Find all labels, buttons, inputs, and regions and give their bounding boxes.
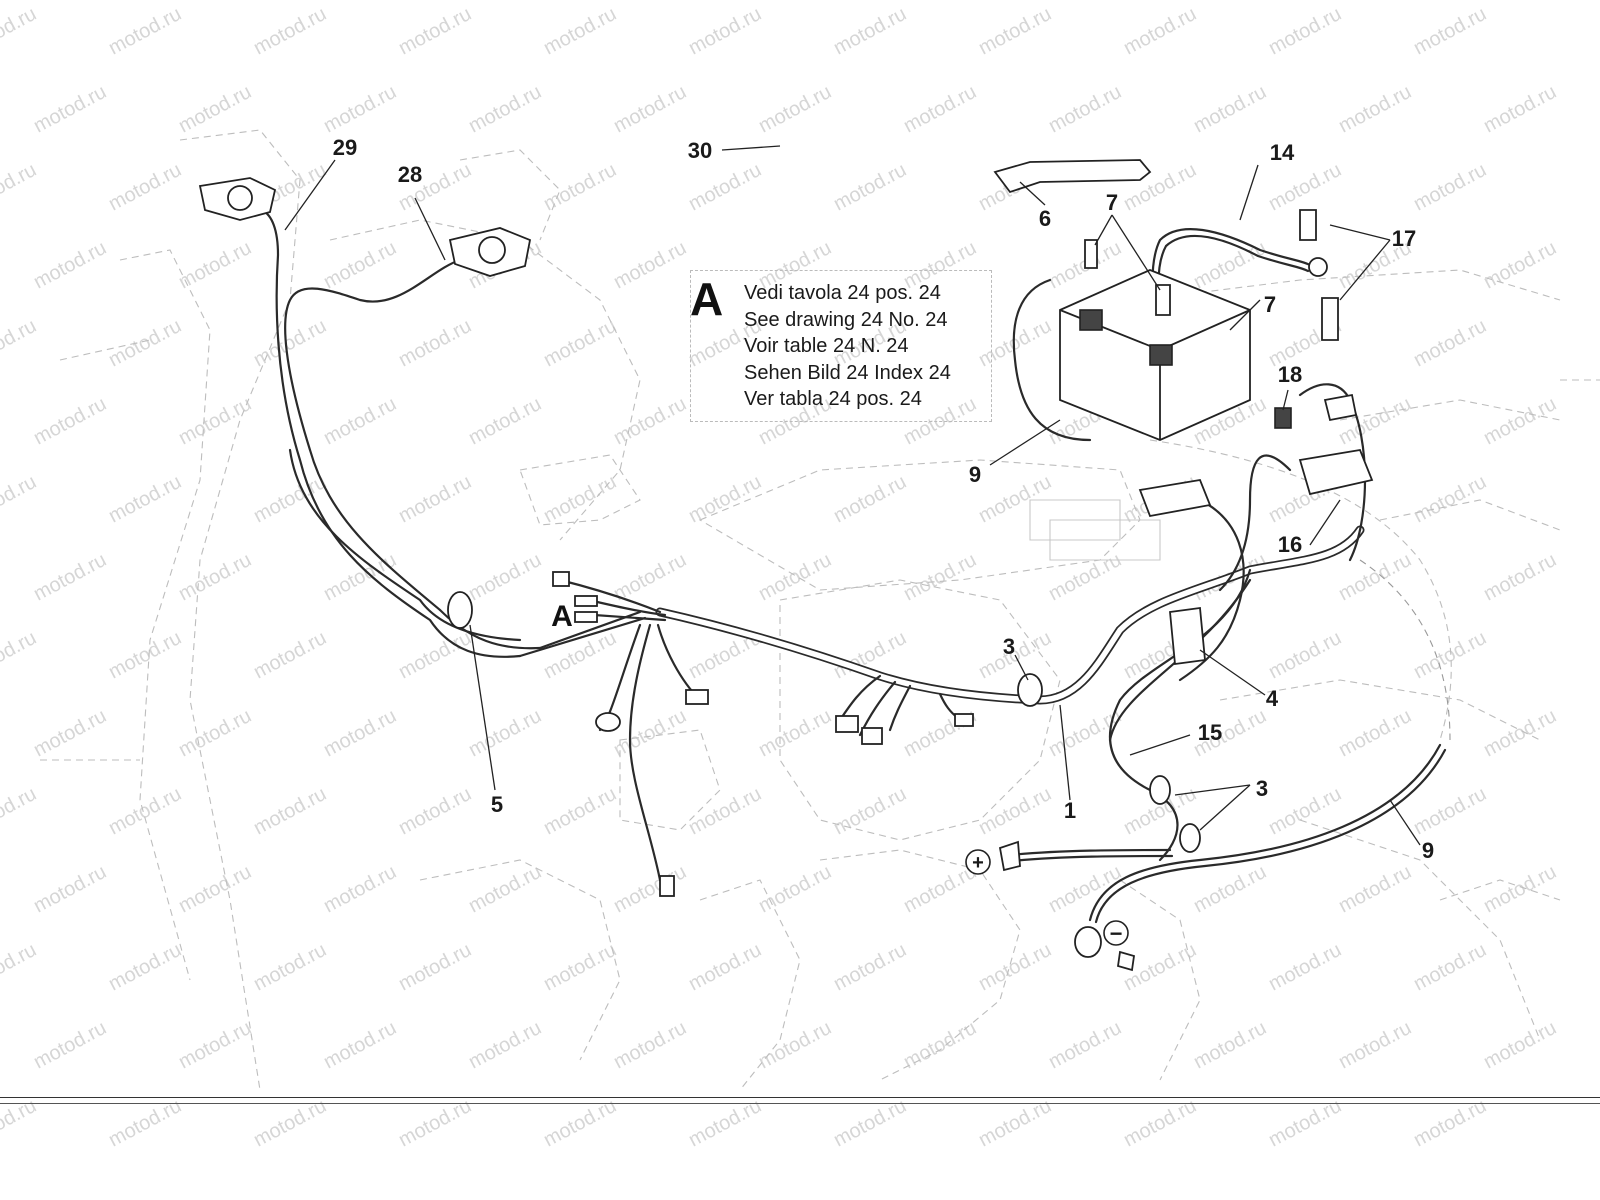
footer-rule bbox=[0, 1097, 1600, 1098]
callout-28: 28 bbox=[398, 162, 422, 187]
callout-16: 16 bbox=[1278, 532, 1302, 557]
legend-text: Vedi tavola 24 pos. 24 See drawing 24 No… bbox=[744, 280, 951, 413]
bolt-7a bbox=[1084, 239, 1098, 269]
legend-line-it: Vedi tavola 24 pos. 24 bbox=[744, 282, 941, 304]
legend-line-en: See drawing 24 No. 24 bbox=[744, 308, 948, 331]
callout-6: 6 bbox=[1039, 206, 1051, 231]
callout-labels: 29 28 30 6 7 14 17 7 18 9 16 3 4 15 3 1 … bbox=[333, 135, 1434, 863]
callout-9-upper: 9 bbox=[969, 462, 981, 487]
bolt-17a bbox=[1299, 209, 1317, 241]
callout-4: 4 bbox=[1266, 686, 1279, 711]
callout-17: 17 bbox=[1392, 226, 1416, 251]
callout-7-right: 7 bbox=[1264, 292, 1276, 317]
terminal-symbols: + − bbox=[965, 849, 1129, 946]
legend-box bbox=[690, 270, 992, 422]
legend-letter: A bbox=[690, 273, 724, 325]
clip-5 bbox=[447, 591, 473, 629]
bolt-7b bbox=[1155, 284, 1171, 316]
legend-line-es: Ver tabla 24 pos. 24 bbox=[744, 388, 922, 410]
connector-16 bbox=[1298, 448, 1374, 496]
callout-15: 15 bbox=[1198, 720, 1222, 745]
negative-terminal-symbol: − bbox=[1110, 921, 1123, 946]
positive-terminal-symbol: + bbox=[972, 852, 984, 874]
callout-14: 14 bbox=[1270, 140, 1295, 165]
fuse-18 bbox=[1274, 407, 1292, 429]
callout-29: 29 bbox=[333, 135, 357, 160]
connector-a-label: A bbox=[551, 600, 573, 633]
callout-30: 30 bbox=[688, 138, 712, 163]
callout-3-left: 3 bbox=[1003, 634, 1015, 659]
positive-boot bbox=[998, 840, 1021, 872]
callout-5: 5 bbox=[491, 792, 503, 817]
ring-terminal-14 bbox=[1308, 257, 1328, 277]
leader-lines bbox=[284, 145, 1421, 846]
battery bbox=[1059, 269, 1251, 441]
callout-1: 1 bbox=[1064, 798, 1076, 823]
background-outline bbox=[40, 129, 1600, 1091]
main-wiring-harness bbox=[260, 208, 1451, 924]
bolt-17b bbox=[1321, 297, 1339, 341]
callout-7-top: 7 bbox=[1106, 190, 1118, 215]
callout-9-lower: 9 bbox=[1422, 838, 1434, 863]
callout-18: 18 bbox=[1278, 362, 1302, 387]
callout-3-right: 3 bbox=[1256, 776, 1268, 801]
footer-rule-secondary bbox=[0, 1103, 1600, 1104]
bracket-4 bbox=[1169, 606, 1206, 666]
ground-lug bbox=[1074, 926, 1102, 958]
legend-line-fr: Voir table 24 N. 24 bbox=[744, 335, 909, 357]
components bbox=[198, 159, 1374, 972]
legend-line-de: Sehen Bild 24 Index 24 bbox=[744, 361, 951, 384]
battery-strap-6 bbox=[993, 159, 1152, 194]
